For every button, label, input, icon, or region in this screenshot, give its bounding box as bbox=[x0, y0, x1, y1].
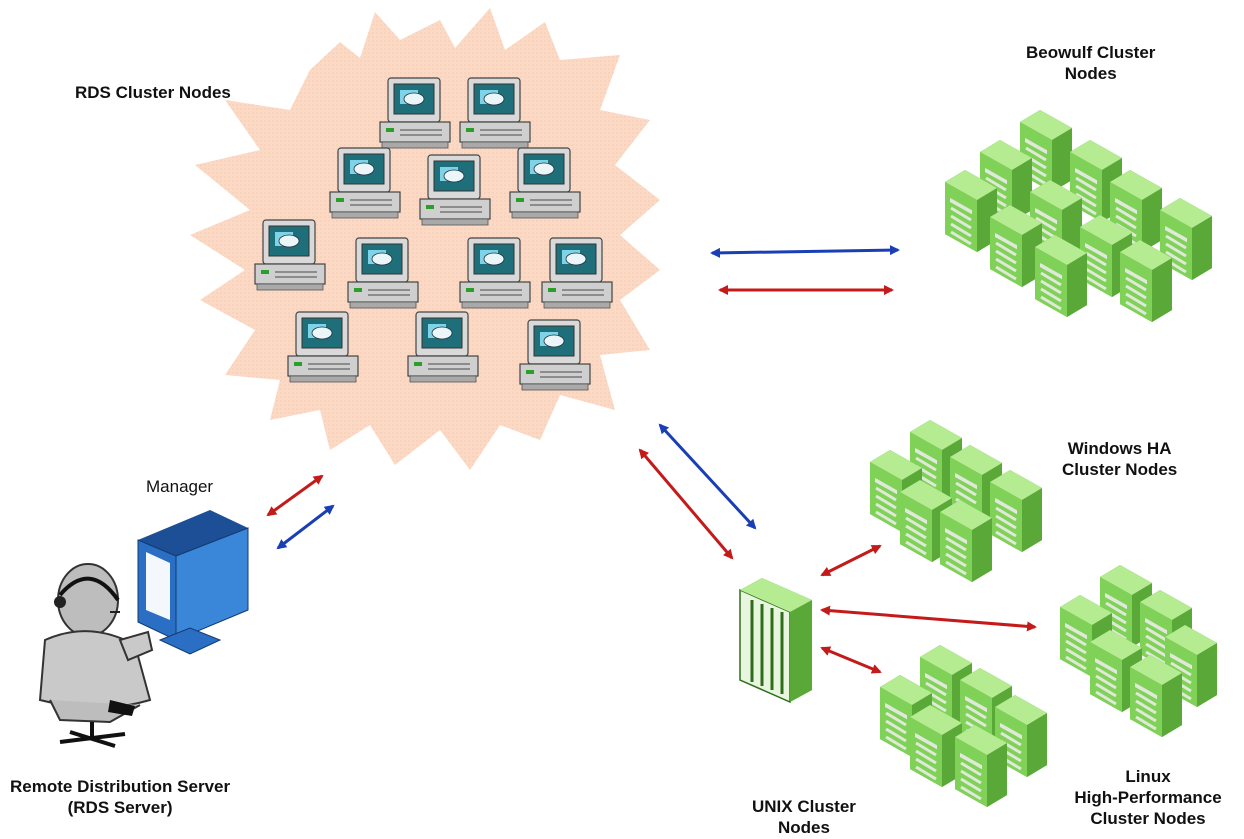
desktop-computer-icon bbox=[329, 147, 401, 219]
desktop-computer-icon bbox=[419, 154, 491, 226]
arrow-blue-beowulf bbox=[710, 245, 900, 258]
beowulf-cluster-label: Beowulf Cluster Nodes bbox=[1026, 43, 1156, 83]
desktop-computer-icon bbox=[459, 77, 531, 149]
linux-cluster bbox=[1058, 563, 1219, 739]
connection-arrows bbox=[266, 245, 1037, 674]
desktop-computer-icon bbox=[347, 237, 419, 309]
arrow-red-windows bbox=[820, 544, 882, 577]
unix-cluster-label: UNIX Cluster Nodes bbox=[752, 797, 856, 837]
person-with-headset-icon bbox=[38, 563, 154, 748]
desktop-computer-icon bbox=[459, 237, 531, 309]
beowulf-cluster bbox=[943, 108, 1214, 324]
desktop-computer-icon bbox=[379, 77, 451, 149]
server-rack-icon bbox=[988, 468, 1044, 554]
desktop-computer-icon bbox=[519, 319, 591, 391]
arrow-blue-manager bbox=[276, 504, 335, 550]
desktop-computer-icon bbox=[541, 237, 613, 309]
arrow-blue-unix bbox=[658, 423, 757, 530]
arrow-red-unix bbox=[638, 448, 734, 560]
manager-label: Manager bbox=[146, 477, 214, 496]
desktop-computer-icon bbox=[287, 311, 359, 383]
unix-cluster-racks bbox=[878, 643, 1049, 809]
desktop-computer-icon bbox=[254, 219, 326, 291]
arrow-red-manager bbox=[266, 474, 324, 517]
linux-cluster-label: Linux High-Performance Cluster Nodes bbox=[1074, 767, 1222, 828]
arrow-red-linux bbox=[820, 605, 1037, 632]
rds-cluster-label: RDS Cluster Nodes bbox=[75, 83, 231, 102]
windows-ha-label: Windows HA Cluster Nodes bbox=[1062, 439, 1178, 479]
arrow-red-unix-racks bbox=[820, 646, 882, 674]
windows-ha-cluster bbox=[868, 418, 1044, 584]
rds-server-label: Remote Distribution Server (RDS Server) bbox=[10, 777, 231, 817]
server-tower-icon bbox=[739, 578, 812, 704]
desktop-computer-icon bbox=[509, 147, 581, 219]
monitor-icon bbox=[137, 510, 249, 655]
desktop-computer-icon bbox=[407, 311, 479, 383]
